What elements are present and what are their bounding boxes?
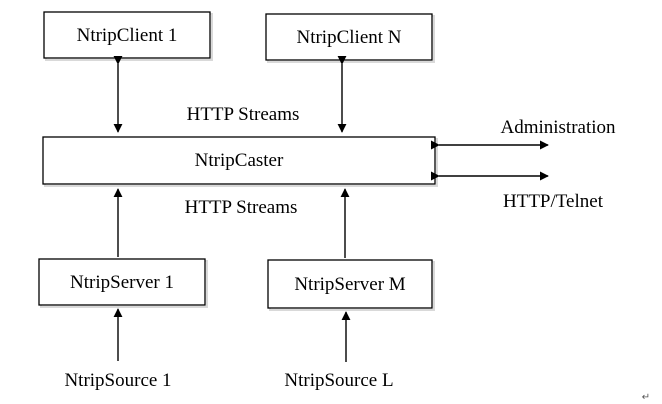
administration-label: Administration [500, 117, 616, 138]
paragraph-mark-icon: ↵ [642, 392, 650, 403]
ntrip-client-1-box: NtripClient 1 [43, 11, 213, 61]
ntrip-server-m-label: NtripServer M [294, 274, 405, 295]
ntrip-server-1-label: NtripServer 1 [70, 272, 174, 293]
ntrip-client-n-box: NtripClient N [265, 13, 435, 63]
http-telnet-label: HTTP/Telnet [503, 191, 604, 212]
ntrip-server-m-box: NtripServer M [267, 259, 435, 311]
ntrip-source-l-label: NtripSource L [284, 370, 393, 391]
ntrip-client-n-label: NtripClient N [296, 27, 401, 48]
ntrip-caster-label: NtripCaster [195, 150, 284, 171]
http-streams-top-label: HTTP Streams [187, 104, 300, 125]
http-streams-bottom-label: HTTP Streams [185, 197, 298, 218]
ntrip-caster-box: NtripCaster [42, 136, 438, 187]
ntrip-source-1-label: NtripSource 1 [64, 370, 171, 391]
ntrip-client-1-label: NtripClient 1 [77, 25, 178, 46]
ntrip-server-1-box: NtripServer 1 [38, 258, 208, 308]
